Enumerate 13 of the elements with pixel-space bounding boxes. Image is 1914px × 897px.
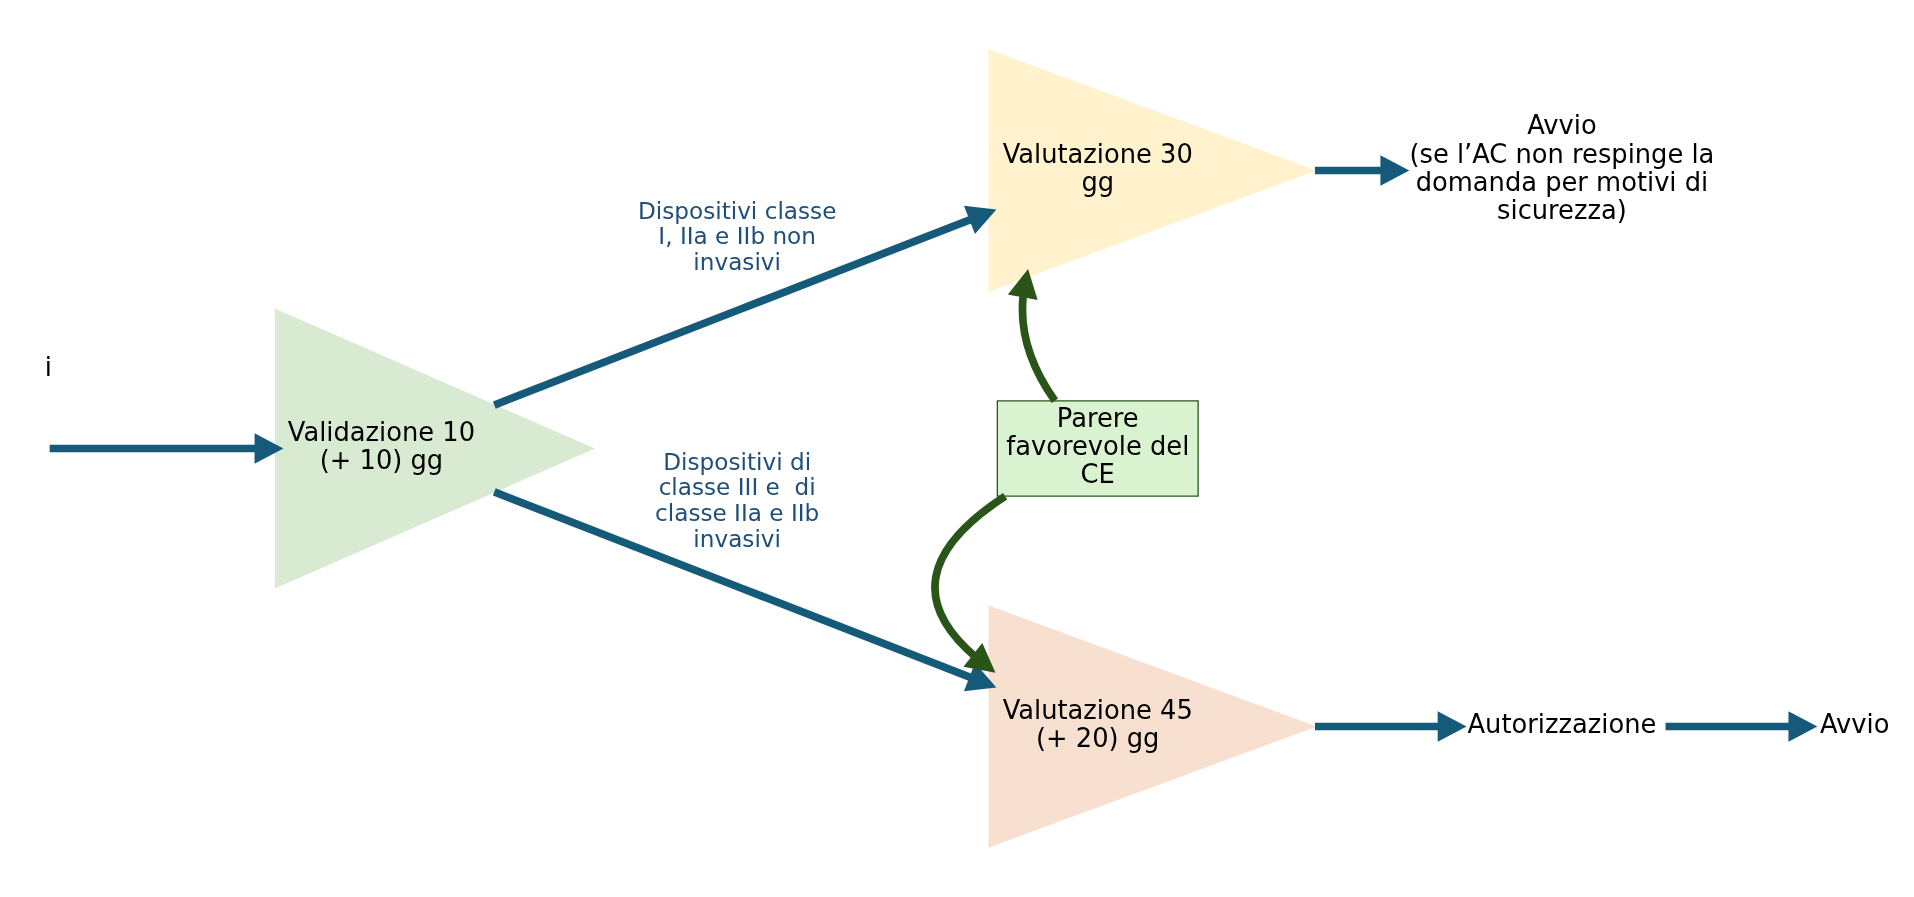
arrow: [931, 493, 1008, 673]
arrow: [492, 205, 997, 409]
edge-label: Dispositivi classe I, IIa e IIb non invasivi: [637, 197, 837, 276]
node-text: Avvio (se l’AC non respinge la domanda per motivi di sicurezza): [1409, 110, 1715, 226]
arrow: [1314, 155, 1410, 186]
node-text: Autorizzazione: [1467, 708, 1657, 739]
arrow: [1314, 711, 1467, 742]
node-box: Parere favorevole del CE: [996, 400, 1199, 497]
arrow: [492, 488, 997, 692]
label: i: [44, 352, 52, 383]
arrow: [1007, 268, 1059, 403]
edge-label: Dispositivi di classe III e di classe IIa e IIb invasivi: [655, 448, 820, 552]
node-text: Avvio: [1820, 708, 1890, 739]
